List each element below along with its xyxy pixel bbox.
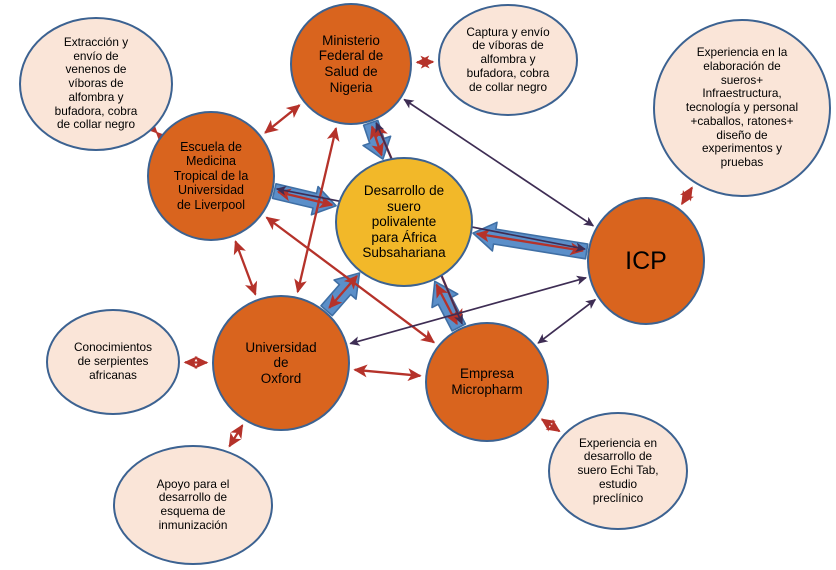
node-label: Conocimientos de serpientes africanas <box>73 340 153 382</box>
node-label: Universidad de Oxford <box>245 339 317 386</box>
node-ministerio[interactable]: Ministerio Federal de Salud de Nigeria <box>290 3 412 125</box>
node-label: Ministerio Federal de Salud de Nigeria <box>318 32 384 95</box>
node-label: Empresa Micropharm <box>451 366 523 397</box>
edge-e-micropharm-echitab <box>540 418 561 433</box>
node-central[interactable]: Desarrollo de suero polivalente para Áfr… <box>335 157 473 287</box>
node-asset-apoyo[interactable]: Apoyo para el desarrollo de esquema de i… <box>113 445 273 565</box>
node-icp[interactable]: ICP <box>587 197 705 325</box>
node-asset-echitab[interactable]: Experiencia en desarrollo de suero Echi … <box>548 412 688 530</box>
edge-e-escuela-ministerio <box>264 104 301 134</box>
node-asset-captura[interactable]: Captura y envío de víboras de alfombra y… <box>438 4 578 116</box>
node-label: Experiencia en la elaboración de sueros+… <box>685 45 799 169</box>
node-label: Experiencia en desarrollo de suero Echi … <box>577 435 659 505</box>
edge-e-oxford-apoyo <box>228 424 244 448</box>
node-label: Extracción y envío de venenos de víboras… <box>54 35 138 132</box>
edge-e-escuela-oxford <box>233 240 258 296</box>
node-oxford[interactable]: Universidad de Oxford <box>212 295 350 431</box>
node-micropharm[interactable]: Empresa Micropharm <box>425 322 549 442</box>
node-asset-conocimientos[interactable]: Conocimientos de serpientes africanas <box>46 309 180 415</box>
node-label: Desarrollo de suero polivalente para Áfr… <box>362 182 446 261</box>
edge-e-oxford-icp <box>349 275 587 346</box>
node-escuela[interactable]: Escuela de Medicina Tropical de la Unive… <box>147 111 275 241</box>
node-asset-experiencia-sueros[interactable]: Experiencia en la elaboración de sueros+… <box>653 19 831 197</box>
edge-e-micropharm-icp <box>537 298 597 344</box>
edge-e-icp-experiencia <box>679 186 694 206</box>
edge-e-oxford-micropharm <box>353 364 422 382</box>
node-label: Escuela de Medicina Tropical de la Unive… <box>173 139 249 212</box>
node-label: Apoyo para el desarrollo de esquema de i… <box>156 476 230 532</box>
node-label: ICP <box>625 246 667 275</box>
node-label: Captura y envío de víboras de alfombra y… <box>466 24 550 94</box>
node-asset-extraccion[interactable]: Extracción y envío de venenos de víboras… <box>19 17 173 151</box>
